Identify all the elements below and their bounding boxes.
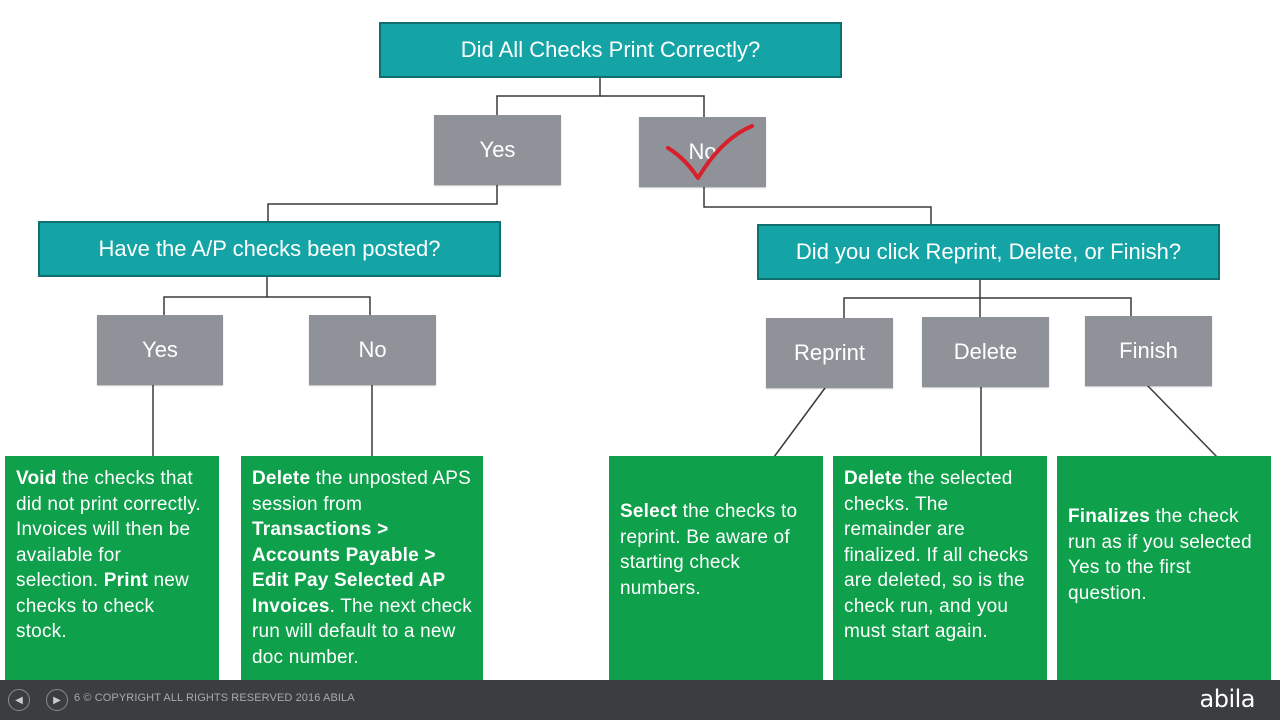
option-posted-yes: Yes	[97, 315, 223, 385]
result-delete-checks-bold1: Delete	[844, 468, 903, 489]
question-reprint-delete-finish: Did you click Reprint, Delete, or Finish…	[757, 224, 1220, 280]
option-top-yes: Yes	[434, 115, 561, 185]
option-posted-no: No	[309, 315, 436, 385]
result-delete-session-text2: . The next check run will default to a n…	[252, 595, 472, 668]
option-finish: Finish	[1085, 316, 1212, 386]
result-finalize-text1: the check run as if you selected Yes to …	[1068, 506, 1252, 604]
result-void-checks: Void the checks that did not print corre…	[5, 456, 219, 680]
chevron-right-icon: ▶	[53, 694, 61, 706]
option-reprint: Reprint	[766, 318, 893, 388]
result-void-bold2: Print	[103, 570, 149, 591]
result-void-bold1: Void	[16, 468, 57, 489]
next-slide-button[interactable]: ▶	[46, 689, 68, 711]
abila-logo: abila	[1199, 685, 1256, 713]
result-delete-checks-text1: the selected checks. The remainder are f…	[844, 468, 1029, 642]
result-delete-checks: Delete the selected checks. The remainde…	[833, 456, 1047, 680]
result-select-bold1: Select	[620, 501, 678, 522]
slide-copyright: 6 © COPYRIGHT ALL RIGHTS RESERVED 2016 A…	[74, 692, 355, 704]
result-delete-session-bold1: Delete	[252, 468, 311, 489]
result-void-text2: new checks to check stock.	[16, 570, 189, 642]
result-finalize: Finalizes the check run as if you select…	[1057, 456, 1271, 680]
question-checks-print: Did All Checks Print Correctly?	[379, 22, 842, 78]
result-finalize-bold1: Finalizes	[1068, 506, 1151, 527]
check-mark-icon	[666, 124, 754, 180]
question-ap-posted: Have the A/P checks been posted?	[38, 221, 501, 277]
presentation-footer-bar: ◀ ▶ 6 © COPYRIGHT ALL RIGHTS RESERVED 20…	[0, 680, 1280, 720]
result-select-checks: Select the checks to reprint. Be aware o…	[609, 456, 823, 680]
option-delete: Delete	[922, 317, 1049, 387]
result-void-text1: the checks that did not print correctly.…	[16, 468, 202, 591]
result-delete-session: Delete the unposted APS session from Tra…	[241, 456, 483, 680]
result-select-text1: the checks to reprint. Be aware of start…	[620, 501, 798, 599]
chevron-left-icon: ◀	[15, 694, 23, 706]
result-delete-session-text1: the unposted APS session from	[252, 468, 472, 515]
result-delete-session-bold2: Transactions > Accounts Payable > Edit P…	[252, 519, 446, 617]
previous-slide-button[interactable]: ◀	[8, 689, 30, 711]
